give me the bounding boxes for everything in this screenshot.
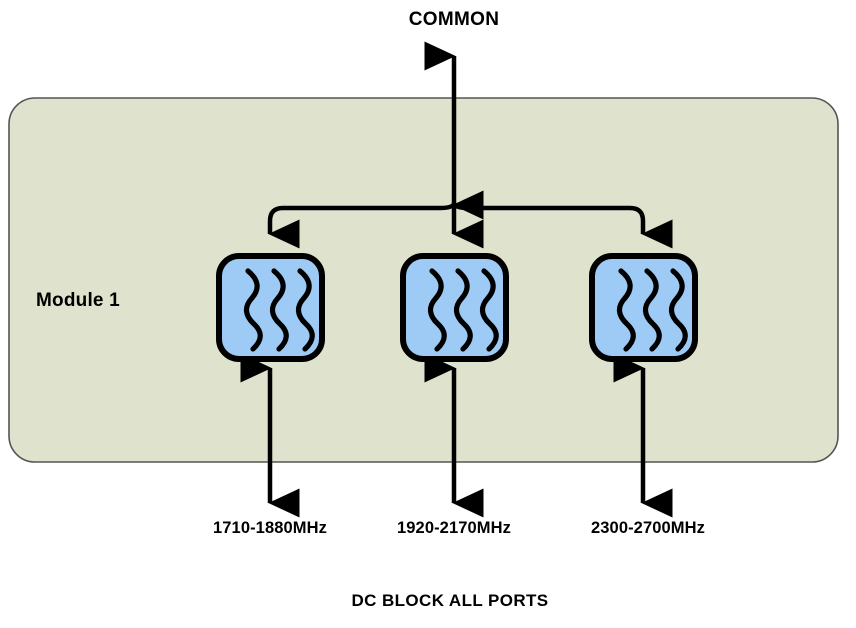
filter-waves-icon: [616, 268, 688, 352]
filter-block-0[interactable]: [216, 253, 325, 362]
filter-waves-icon: [427, 268, 499, 352]
filter-waves-icon: [243, 268, 315, 352]
module-label: Module 1: [36, 290, 120, 311]
band-label-2: 2300-2700MHz: [590, 519, 706, 537]
band-label-0: 1710-1880MHz: [212, 519, 328, 537]
splitter-bus-right: [451, 202, 673, 249]
filter-block-2[interactable]: [589, 253, 698, 362]
common-port-label: COMMON: [408, 9, 500, 30]
band-label-1: 1920-2170MHz: [396, 519, 512, 537]
footer-note: DC BLOCK ALL PORTS: [351, 591, 549, 610]
filter-block-1[interactable]: [400, 253, 509, 362]
